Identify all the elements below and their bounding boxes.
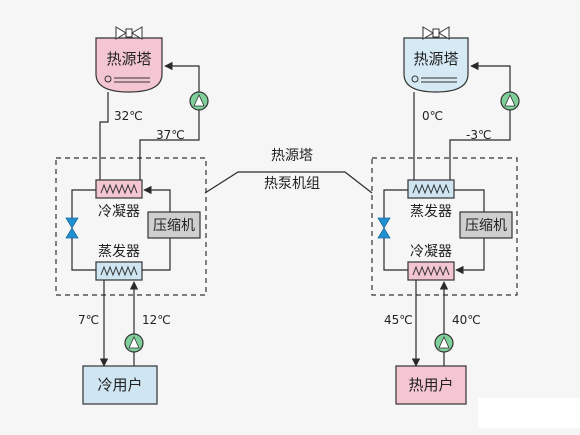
left-pipe-return [139,61,200,182]
right-evaporator-label: 蒸发器 [410,204,452,220]
left-compressor: 压缩机 [147,211,201,239]
right-evaporator-box [407,179,455,199]
right-refrigerant-right [455,238,485,275]
right-expansion-valve-icon [377,217,391,239]
right-refrigerant-top [454,189,485,212]
left-load-pump-arrow [128,336,140,349]
right-load-pump-arrow [438,336,450,349]
left-tower-pump-arrow [193,94,205,107]
left-spray-icon [104,75,112,83]
left-refrigerant-left [71,189,96,271]
title-connector [204,171,373,194]
right-refrigerant-left [383,189,408,271]
left-condenser-coil-icon [100,183,138,195]
right-user-box [395,365,467,405]
right-evaporator: 蒸发器 [407,179,455,220]
right-fan-icon [422,26,450,40]
right-tower-pump-arrow [504,94,516,107]
left-unit-frame [55,157,207,296]
left-system: 热源塔 32℃ 37℃ 冷凝器 压缩机 蒸发器 [55,26,209,405]
left-condenser-label: 冷凝器 [98,204,140,220]
right-tower: 热源塔 [403,26,469,93]
right-evaporator-coil-icon [412,183,450,195]
left-compressor-label: 压缩机 [153,218,195,234]
right-compressor-label: 压缩机 [465,218,507,234]
right-temp-in: 0℃ [422,109,443,123]
left-user-label: 冷用户 [97,376,142,394]
bottom-right-strip [478,398,580,428]
left-load-temp-out: 7℃ [78,313,99,327]
left-condenser-box [95,179,143,199]
right-tower-label: 热源塔 [413,50,458,68]
right-user-label: 热用户 [408,376,453,394]
title-line-1: 热源塔 [271,148,313,164]
right-load-temp-in: 40℃ [452,313,481,327]
right-fan-hub [432,28,440,38]
right-spray-icon [411,75,419,83]
right-temp-out: -3℃ [466,128,491,142]
right-condenser-box [407,261,455,281]
left-user-box [82,365,158,405]
left-tower-label: 热源塔 [106,50,151,68]
left-evaporator-box [95,261,143,281]
right-pipe-return [449,61,511,182]
left-evaporator-coil-icon [100,265,138,277]
right-system: 热源塔 0℃ -3℃ 蒸发器 压缩机 冷凝器 [371,26,520,405]
left-refrigerant-right [142,238,171,271]
left-compressor-box [147,211,201,239]
left-pipe-supply [99,92,109,182]
right-condenser: 冷凝器 [407,244,455,281]
left-temp-out: 37℃ [156,128,185,142]
left-tower: 热源塔 [95,26,163,93]
center-title: 热源塔 热泵机组 [204,148,373,194]
left-fan-icon [115,26,143,40]
right-compressor-box [459,211,513,239]
left-load-temp-in: 12℃ [142,313,171,327]
left-evaporator-label: 蒸发器 [98,244,140,260]
left-refrigerant-top [143,185,171,212]
right-condenser-coil-icon [412,265,450,277]
left-user: 冷用户 [82,365,158,405]
left-fan-hub [125,28,133,38]
right-condenser-label: 冷凝器 [410,244,452,260]
title-line-2: 热泵机组 [264,176,320,192]
left-expansion-valve-icon [65,217,79,239]
left-evaporator: 蒸发器 [95,244,143,281]
left-condenser: 冷凝器 [95,179,143,220]
right-load-temp-out: 45℃ [384,313,413,327]
right-user: 热用户 [395,365,467,405]
right-compressor: 压缩机 [459,211,513,239]
left-temp-in: 32℃ [114,109,143,123]
